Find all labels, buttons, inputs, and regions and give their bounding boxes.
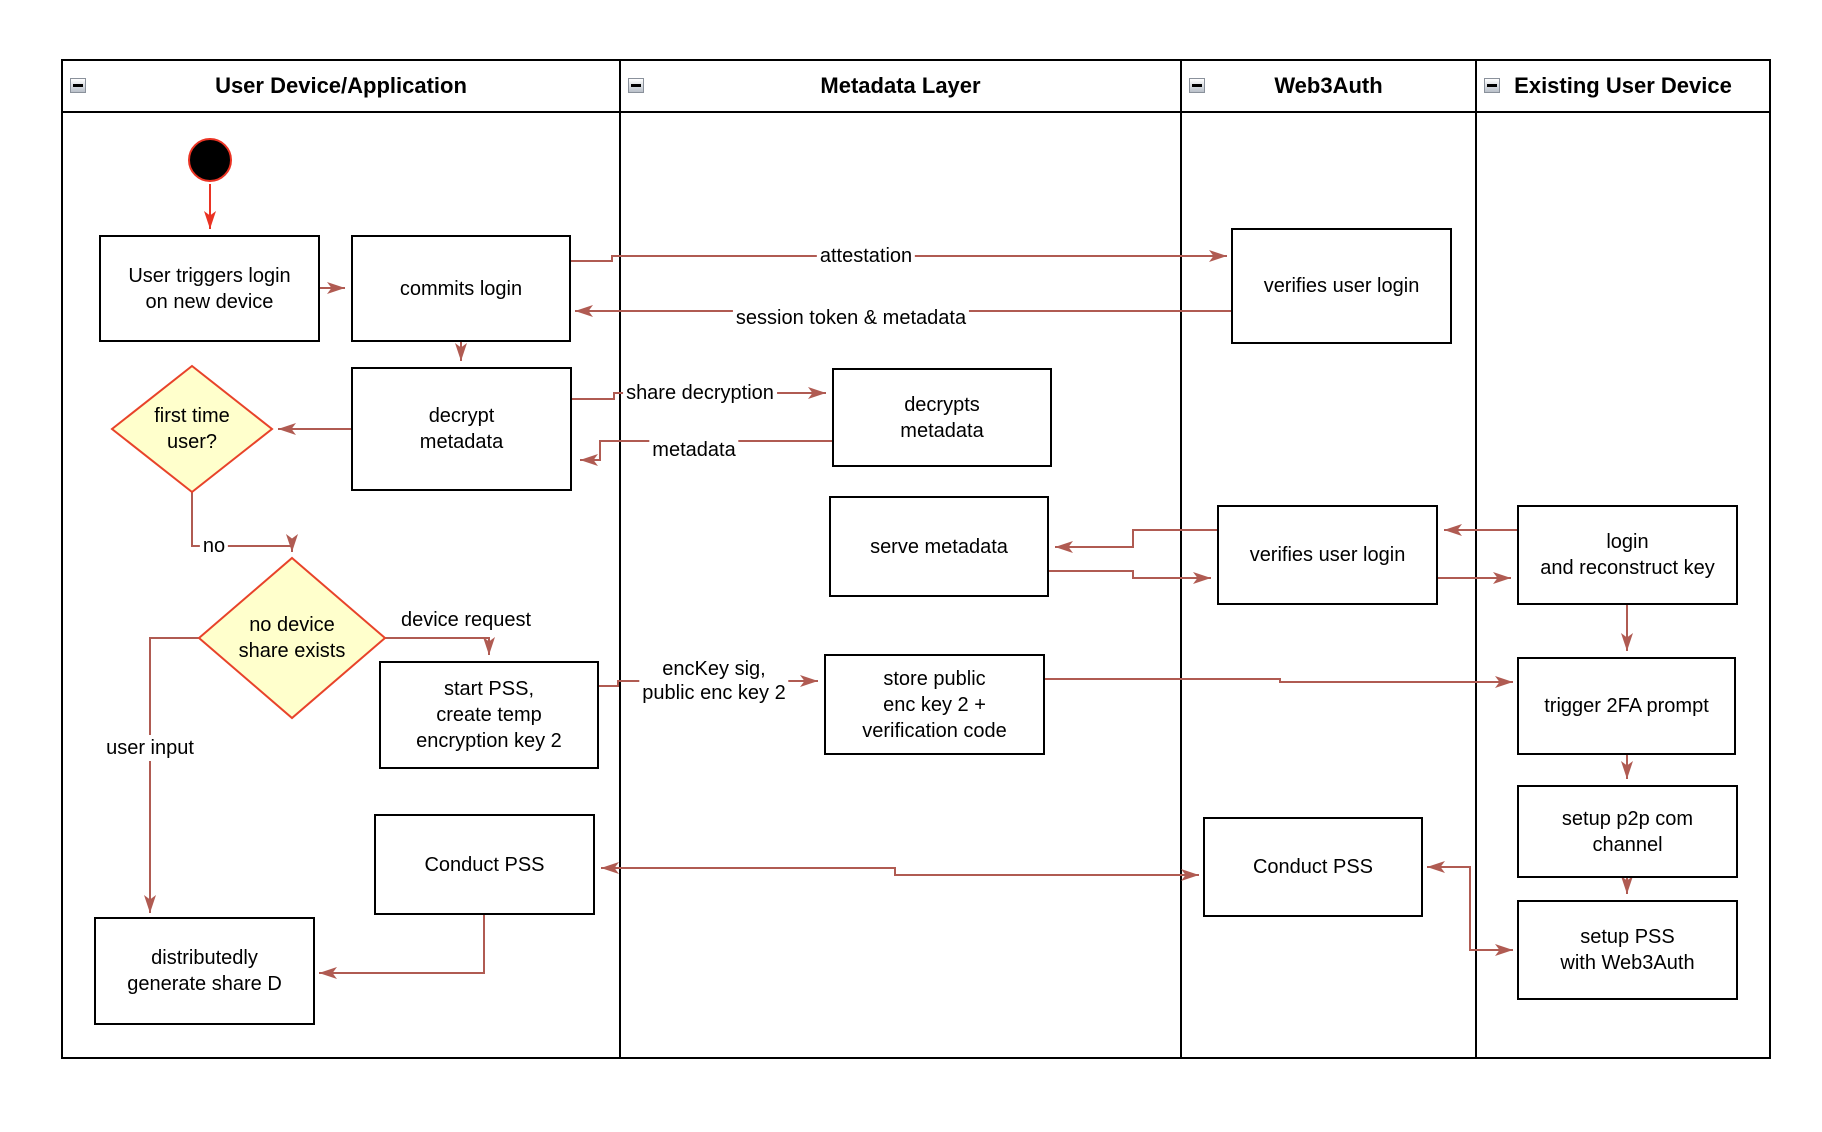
node-start-pss[interactable]: start PSS, create temp encryption key 2 <box>379 661 599 769</box>
lane-title: User Device/Application <box>215 73 467 98</box>
edge-serve-to-verifies <box>1049 570 1211 584</box>
node-store-public-key[interactable]: store public enc key 2 + verification co… <box>824 654 1045 755</box>
collapse-lane-icon[interactable] <box>1484 78 1500 93</box>
lane-title: Web3Auth <box>1274 73 1383 98</box>
collapse-lane-icon[interactable] <box>70 78 86 93</box>
edge-no-branch <box>191 492 298 552</box>
edge-device-request <box>385 637 495 655</box>
node-serve-metadata[interactable]: serve metadata <box>829 496 1049 597</box>
edge-label-no: no <box>199 533 229 559</box>
edge-label-user-input: user input <box>103 735 197 761</box>
edge-label-metadata: metadata <box>649 437 739 463</box>
collapse-lane-icon[interactable] <box>628 78 644 93</box>
decision-label-first-time-user: first time user? <box>154 405 230 453</box>
decision-label-no-device-share: no device share exists <box>238 614 346 662</box>
edge-label-device-request: device request <box>397 607 535 633</box>
decision-no-device-share[interactable] <box>197 556 387 720</box>
minus-icon <box>1192 84 1202 87</box>
lane-header-user-device[interactable]: User Device/Application <box>62 60 620 112</box>
node-distributed-share[interactable]: distributedly generate share D <box>94 917 315 1025</box>
node-verifies-user-login-mid[interactable]: verifies user login <box>1217 505 1438 605</box>
edge-label-share-decryption: share decryption <box>623 380 777 406</box>
decision-first-time-user[interactable] <box>110 364 274 494</box>
edge-store-to-trigger2fa <box>1045 676 1513 688</box>
edge-label-enckey: encKey sig, public enc key 2 <box>639 656 789 706</box>
edge-user-input <box>144 637 199 913</box>
edge-label-session-token: session token & metadata <box>732 305 970 331</box>
lane-header-existing-device[interactable]: Existing User Device <box>1476 60 1770 112</box>
node-setup-p2p[interactable]: setup p2p com channel <box>1517 785 1738 878</box>
node-decrypts-metadata[interactable]: decrypts metadata <box>832 368 1052 467</box>
node-verifies-user-login-top[interactable]: verifies user login <box>1231 228 1452 344</box>
pool-border <box>61 59 1771 1059</box>
start-node[interactable] <box>188 138 232 182</box>
edge-setuppss-conduct-left <box>1427 861 1513 951</box>
lane-header-metadata[interactable]: Metadata Layer <box>620 60 1181 112</box>
lane-title: Metadata Layer <box>820 73 981 98</box>
minus-icon <box>73 84 83 87</box>
node-trigger-2fa[interactable]: trigger 2FA prompt <box>1517 657 1736 755</box>
node-conduct-pss-web3auth[interactable]: Conduct PSS <box>1203 817 1423 917</box>
edge-label-attestation: attestation <box>816 243 916 269</box>
node-setup-pss-web3auth[interactable]: setup PSS with Web3Auth <box>1517 900 1738 1000</box>
node-login-reconstruct-key[interactable]: login and reconstruct key <box>1517 505 1738 605</box>
node-user-triggers-login[interactable]: User triggers login on new device <box>99 235 320 342</box>
lane-title: Existing User Device <box>1514 73 1732 98</box>
edge-verifies-to-serve <box>1055 529 1217 553</box>
minus-icon <box>631 84 641 87</box>
lane-header-web3auth[interactable]: Web3Auth <box>1181 60 1476 112</box>
edge-attestation <box>571 250 1227 262</box>
edge-conduct-pss-link-left <box>601 862 1199 876</box>
node-conduct-pss-left[interactable]: Conduct PSS <box>374 814 595 915</box>
node-decrypt-metadata[interactable]: decrypt metadata <box>351 367 572 491</box>
edge-conduct-to-distributed <box>319 915 485 979</box>
node-commits-login[interactable]: commits login <box>351 235 571 342</box>
minus-icon <box>1487 84 1497 87</box>
collapse-lane-icon[interactable] <box>1189 78 1205 93</box>
